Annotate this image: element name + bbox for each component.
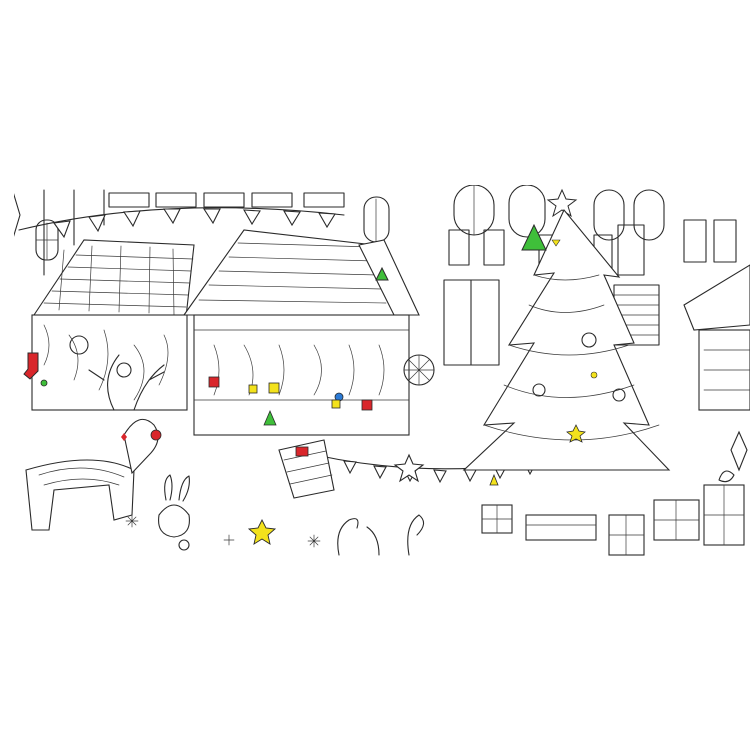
ornament-icon xyxy=(489,473,499,486)
mini-tree-icon xyxy=(263,409,277,426)
illustration-svg xyxy=(14,185,750,556)
market-stall-icon xyxy=(683,264,750,411)
reindeer-icon xyxy=(25,354,165,531)
townhouse-icon xyxy=(35,185,737,366)
christmas-tree-icon xyxy=(462,188,671,471)
gift-box-icon xyxy=(208,376,220,388)
bunny-icon xyxy=(158,474,190,551)
reindeer-nose-icon xyxy=(150,429,162,441)
gift-box-icon xyxy=(268,382,280,394)
market-stall-icon xyxy=(31,239,195,411)
star-icon xyxy=(247,518,277,545)
mini-tree-icon xyxy=(730,430,748,472)
swirl-plant-icon xyxy=(337,514,425,556)
stocking-icon xyxy=(23,352,39,380)
market-stall-icon xyxy=(182,229,435,499)
mini-tree-icon xyxy=(14,193,21,237)
tree-star-icon xyxy=(546,188,578,218)
mini-tree-icon xyxy=(521,223,547,251)
christmas-market-illustration xyxy=(14,185,750,560)
star-icon xyxy=(393,453,425,483)
snowflake-icon xyxy=(125,514,321,548)
window-icon xyxy=(375,266,389,281)
gift-box-icon xyxy=(481,470,745,556)
ornament-icon xyxy=(40,379,48,387)
